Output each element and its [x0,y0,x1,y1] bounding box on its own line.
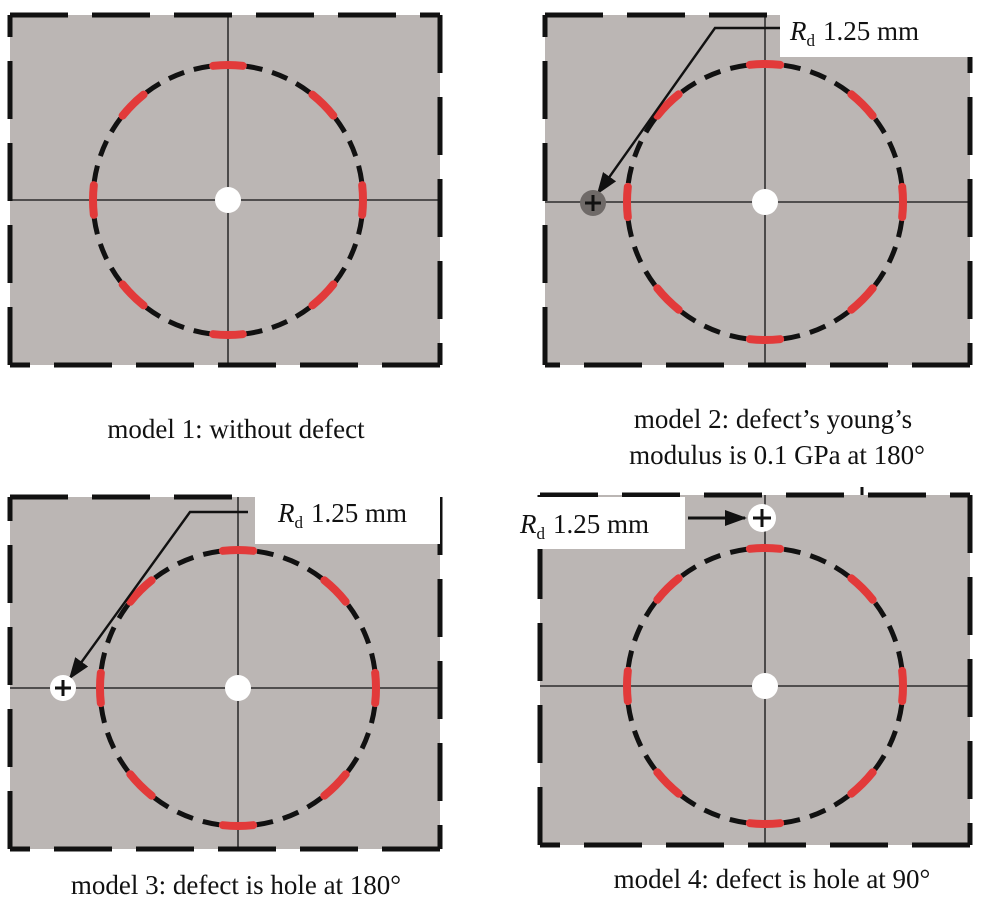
electrode-4 [118,90,148,120]
panel-model-3: Rd 1.25 mm model 3: defect is hole at 180… [7,488,443,900]
electrode-3 [745,543,785,553]
center-hole-model-2 [752,189,778,215]
electrode-8 [847,768,877,798]
center-hole-model-4 [752,673,778,699]
plus-marker-icon [50,675,76,701]
caption-model-3: model 3: defect is hole at 180° [71,870,401,900]
defect-label-subscript: d [295,513,304,532]
label-box-model-3 [255,488,440,544]
sensor-ring-model-2 [622,59,908,345]
electrode-3 [745,59,785,69]
electrode-6 [653,284,683,314]
defect-label-model-3: Rd 1.25 mm [277,498,407,532]
electrode-1 [358,181,367,219]
caption-model-1: model 1: without defect [107,414,365,444]
defect-label-model-2: Rd 1.25 mm [789,16,919,50]
label-box-model-2 [780,5,980,57]
electrode-4 [126,576,156,606]
electrode-7 [218,821,258,831]
caption-model-4: model 4: defect is hole at 90° [614,864,931,894]
electrode-8 [847,284,877,314]
electrode-8 [320,770,350,800]
defect-label-symbol: R [277,498,295,528]
center-hole-model-3 [225,675,251,701]
defect-label-model-4: Rd 1.25 mm [519,509,649,543]
electrode-5 [622,666,632,706]
electrode-4 [653,90,683,120]
panel-model-1: model 1: without defect [7,12,443,444]
frame-model-1 [7,12,443,368]
caption-model-2-line-1: model 2: defect’s young’s [634,404,912,434]
panel-model-2: Rd 1.25 mm model 2: defect’s young’s modu… [542,5,980,470]
electrode-2 [847,90,877,120]
electrode-5 [95,668,105,708]
electrode-2 [320,576,350,606]
defect-label-value: 1.25 mm [553,509,649,539]
caption-model-2-line-2: modulus is 0.1 GPa at 180° [629,440,925,470]
electrode-2 [847,574,877,604]
electrode-3 [218,545,258,555]
defect-label-subscript: d [537,524,546,543]
electrode-5 [622,182,632,222]
electrode-6 [653,768,683,798]
sensor-ring-model-4 [622,543,908,829]
defect-label-value: 1.25 mm [823,16,919,46]
plus-marker-icon [580,190,606,216]
leader-line-model-3 [68,510,248,680]
leader-line-model-2 [596,26,780,195]
panel-model-4: Rd 1.25 mm model 4: defect is hole at 90° [515,487,973,894]
electrode-6 [118,280,148,310]
defect-label-value: 1.25 mm [311,498,407,528]
electrode-8 [308,280,338,310]
electrode-5 [89,181,98,219]
defect-label-symbol: R [789,16,807,46]
electrode-1 [898,182,908,222]
electrode-2 [308,90,338,120]
electrode-6 [126,770,156,800]
sensor-ring-model-3 [95,545,381,831]
electrode-3 [209,61,247,70]
label-box-model-4 [515,497,685,549]
frame-model-4 [537,492,973,848]
electrode-1 [898,666,908,706]
electrode-4 [653,574,683,604]
electrode-7 [745,335,785,345]
plus-marker-icon [748,504,776,532]
electrode-7 [745,819,785,829]
electrode-7 [209,330,247,339]
defect-label-subscript: d [807,31,816,50]
electrode-1 [371,668,381,708]
center-hole-model-1 [215,187,241,213]
defect-label-symbol: R [519,509,537,539]
sensor-ring-model-1 [89,61,367,339]
